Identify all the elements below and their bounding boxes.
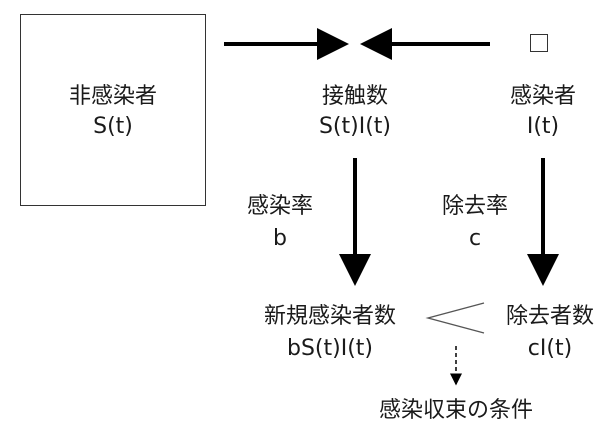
checkbox-square: [530, 34, 548, 52]
infected-name: 感染者: [509, 84, 576, 109]
infected-formula: I(t): [526, 114, 560, 139]
removal-rate-name: 除去率: [441, 194, 508, 219]
contacts-formula: S(t)I(t): [318, 114, 392, 139]
contacts-name: 接触数: [321, 84, 388, 109]
convergence-condition: 感染収束の条件: [378, 398, 533, 423]
infection-rate-name: 感染率: [246, 194, 313, 219]
susceptible-box: [20, 14, 206, 206]
removed-formula: cI(t): [527, 336, 573, 361]
infection-rate-symbol: b: [273, 226, 287, 251]
susceptible-name: 非感染者: [68, 84, 157, 109]
less-than-sign: [425, 302, 485, 334]
removed-name: 除去者数: [505, 304, 594, 329]
new-infections-name: 新規感染者数: [263, 304, 396, 329]
removal-rate-symbol: c: [468, 226, 482, 251]
susceptible-formula: S(t): [93, 114, 133, 139]
new-infections-formula: bS(t)I(t): [286, 336, 373, 361]
